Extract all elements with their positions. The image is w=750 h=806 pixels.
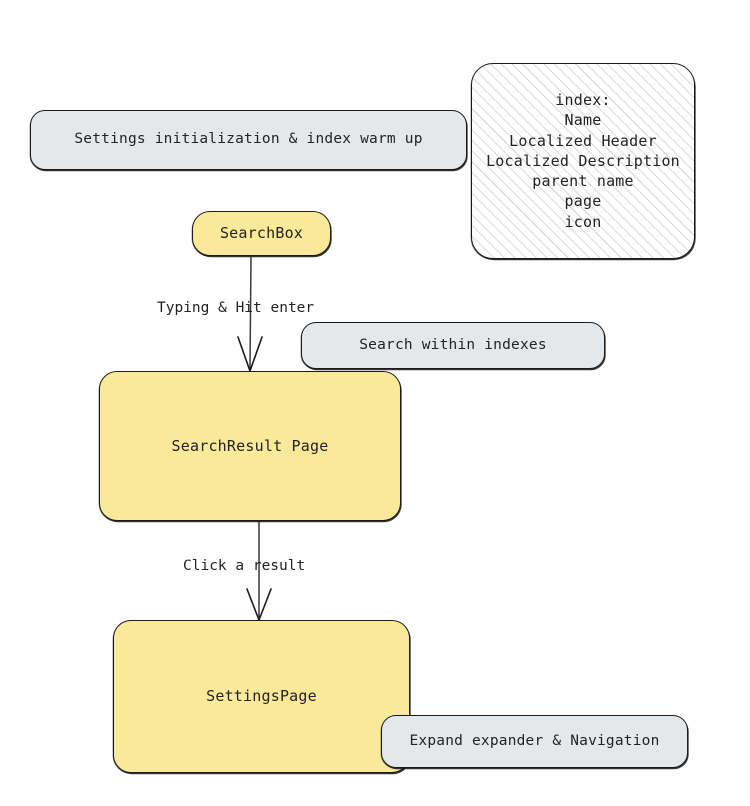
edge-label-typing-hit-enter: Typing & Hit enter [157, 300, 315, 316]
note-index-fields: index: Name Localized Header Localized D… [471, 63, 695, 259]
node-searchresult-page-label: SearchResult Page [171, 436, 329, 455]
node-searchresult-page[interactable]: SearchResult Page [99, 371, 401, 521]
edge-arrowhead-searchbox-searchresult [237, 336, 263, 372]
note-search-within-indexes-label: Search within indexes [359, 336, 547, 353]
node-settings-page[interactable]: SettingsPage [113, 620, 410, 773]
node-settings-page-label: SettingsPage [206, 687, 317, 706]
edge-arrowhead-searchresult-settingspage [246, 588, 272, 621]
node-searchbox-label: SearchBox [219, 224, 304, 243]
edge-label-click-a-result: Click a result [183, 558, 306, 574]
node-searchbox[interactable]: SearchBox [192, 211, 331, 256]
note-index-fields-label: index: Name Localized Header Localized D… [486, 91, 680, 231]
note-search-within-indexes: Search within indexes [301, 322, 605, 369]
note-settings-initialization: Settings initialization & index warm up [30, 110, 467, 170]
note-settings-initialization-label: Settings initialization & index warm up [74, 131, 423, 148]
note-expand-expander-navigation-label: Expand expander & Navigation [409, 732, 660, 749]
note-expand-expander-navigation: Expand expander & Navigation [381, 715, 688, 768]
